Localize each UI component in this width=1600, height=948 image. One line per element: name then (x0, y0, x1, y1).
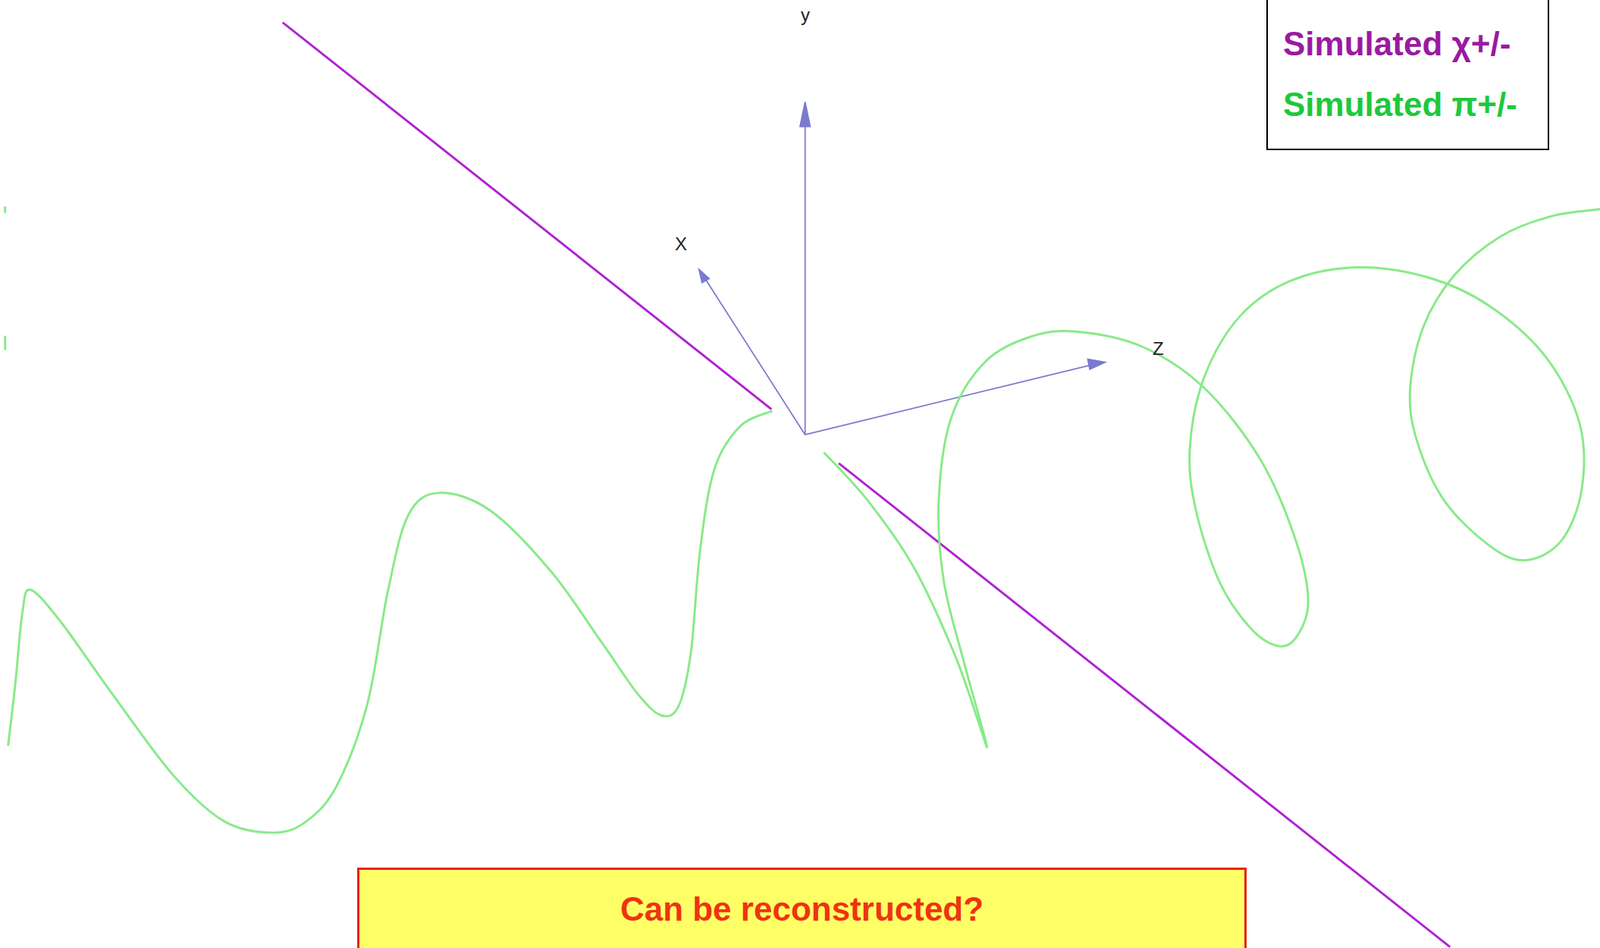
arrow-head (699, 269, 710, 283)
axis-label: X (674, 233, 688, 255)
x-axis (702, 275, 806, 435)
question-box: Can be reconstructed? (357, 867, 1247, 948)
legend-entry: Simulated π+/- (1283, 74, 1518, 135)
question-text: Can be reconstructed? (620, 890, 984, 929)
legend-entry: Simulated χ+/- (1283, 13, 1518, 75)
pion-track (3, 336, 7, 349)
y-axis (804, 112, 807, 435)
pion-track (3, 207, 7, 213)
chargino-track (282, 22, 772, 410)
arrow-head (800, 102, 810, 127)
axis-label: Z (1152, 338, 1164, 360)
pion-track (824, 209, 1600, 748)
pion-track (8, 410, 772, 833)
legend-box: Simulated χ+/-Simulated π+/- (1266, 0, 1550, 151)
arrow-head (1087, 359, 1105, 370)
axis-label: y (800, 4, 810, 26)
